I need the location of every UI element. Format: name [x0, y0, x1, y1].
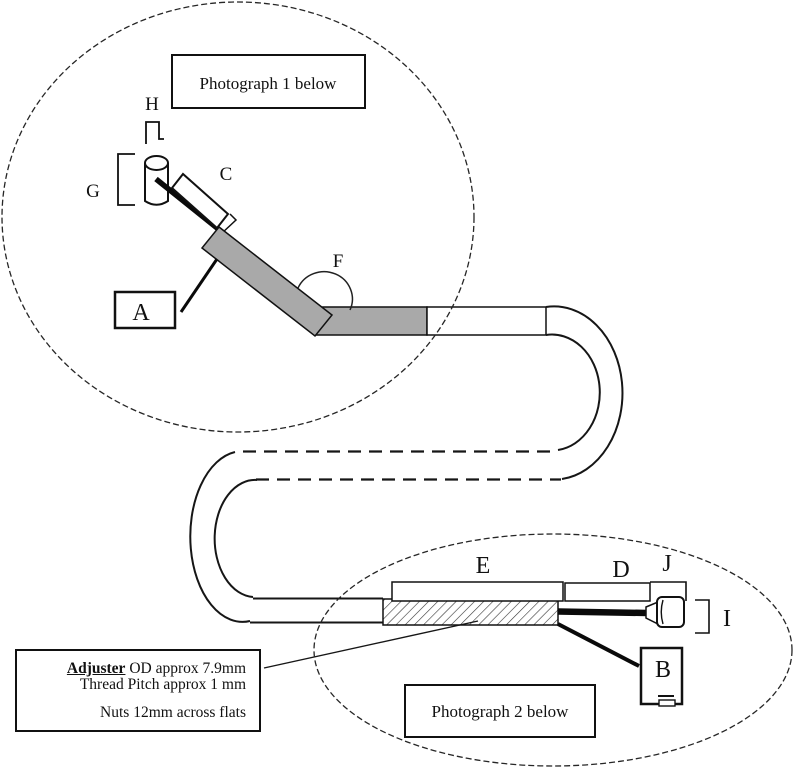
- label-part-a: A: [132, 300, 150, 326]
- label-part-j: J: [662, 551, 671, 577]
- adjuster-note-line1-rest: OD approx 7.9mm: [125, 660, 246, 677]
- photo2-caption-text: Photograph 2 below: [432, 702, 570, 721]
- bracket-part-i: [695, 599, 710, 634]
- section-part-d: [564, 582, 651, 602]
- label-part-b: B: [655, 657, 671, 683]
- outer-sheath-diagonal-tube: [200, 225, 334, 338]
- label-part-d: D: [612, 557, 629, 583]
- adjuster-note-leader-line: [263, 620, 479, 669]
- label-part-g: G: [86, 181, 100, 202]
- photo1-caption-box: [171, 54, 366, 109]
- inner-cable-lower: [557, 608, 648, 617]
- label-part-i: I: [723, 606, 731, 632]
- cable-end-barrel: [656, 596, 685, 628]
- grommet-arc-part-f: [297, 270, 354, 311]
- part-b-box-tab: [658, 699, 676, 707]
- bracket-part-j: [650, 581, 687, 601]
- part-b-leader-line: [557, 622, 640, 668]
- sleeve-part-e: [391, 581, 564, 602]
- bracket-part-g: [117, 153, 135, 206]
- cable-right-bend-inner: [545, 333, 601, 451]
- part-a-label-box: [113, 290, 177, 330]
- adjuster-note-box: Adjuster OD approx 7.9mm Thread Pitch ap…: [15, 649, 261, 732]
- photo2-caption-box: [404, 684, 596, 738]
- ferrule-end-bracket: [220, 213, 238, 235]
- cable-right-bend-outer: [545, 305, 624, 480]
- cable-end-cylinder-body: [144, 163, 169, 206]
- adjuster-hatched-body: [382, 598, 559, 626]
- adjuster-note-line1: Adjuster OD approx 7.9mm: [17, 661, 246, 677]
- label-part-h: H: [145, 94, 159, 115]
- inset-ellipse-photo2: [313, 533, 793, 767]
- barrel-cap-line: [660, 599, 664, 625]
- label-part-c: C: [220, 164, 233, 185]
- inset-circle-photo1: [1, 1, 475, 433]
- label-part-e: E: [476, 553, 491, 579]
- adjuster-note-line3: Nuts 12mm across flats: [100, 704, 246, 721]
- part-a-leader-line: [179, 258, 219, 313]
- adjuster-note-line2: Thread Pitch approx 1 mm: [79, 676, 246, 693]
- ferrule-part-c: [170, 172, 230, 230]
- cable-left-bend-inner: [213, 478, 258, 598]
- outer-sheath-gray-section: [315, 306, 428, 336]
- outer-sheath-white-section: [426, 306, 547, 336]
- bracket-part-h: [145, 121, 164, 144]
- adjuster-note-term: Adjuster: [66, 660, 126, 677]
- cable-end-cylinder-top: [144, 155, 169, 171]
- label-part-f: F: [333, 251, 344, 272]
- photo1-caption-text: Photograph 1 below: [200, 74, 338, 93]
- cable-left-bend-outer: [189, 451, 251, 623]
